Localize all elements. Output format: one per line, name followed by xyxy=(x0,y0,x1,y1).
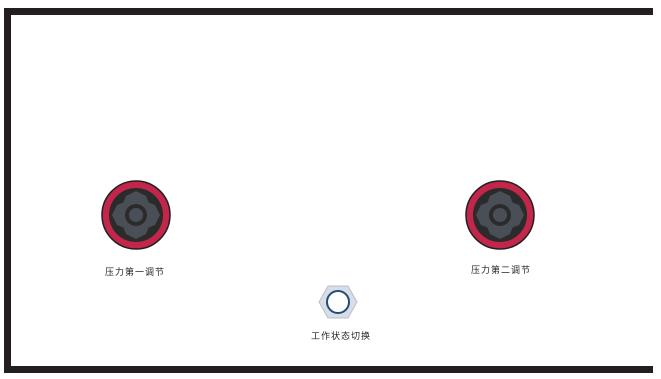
pressure-second-adjust-label: 压力第二调节 xyxy=(470,266,532,276)
pressure-second-adjust-knob[interactable] xyxy=(465,180,535,250)
pressure-first-adjust-label: 压力第一调节 xyxy=(104,268,166,278)
work-state-toggle-label: 工作状态切换 xyxy=(310,332,372,342)
work-state-toggle-button[interactable] xyxy=(318,285,358,319)
hex-toggle-button-icon xyxy=(318,285,358,319)
rotary-knob-icon xyxy=(101,180,171,250)
rotary-knob-icon xyxy=(465,180,535,250)
pressure-first-adjust-knob[interactable] xyxy=(101,180,171,250)
